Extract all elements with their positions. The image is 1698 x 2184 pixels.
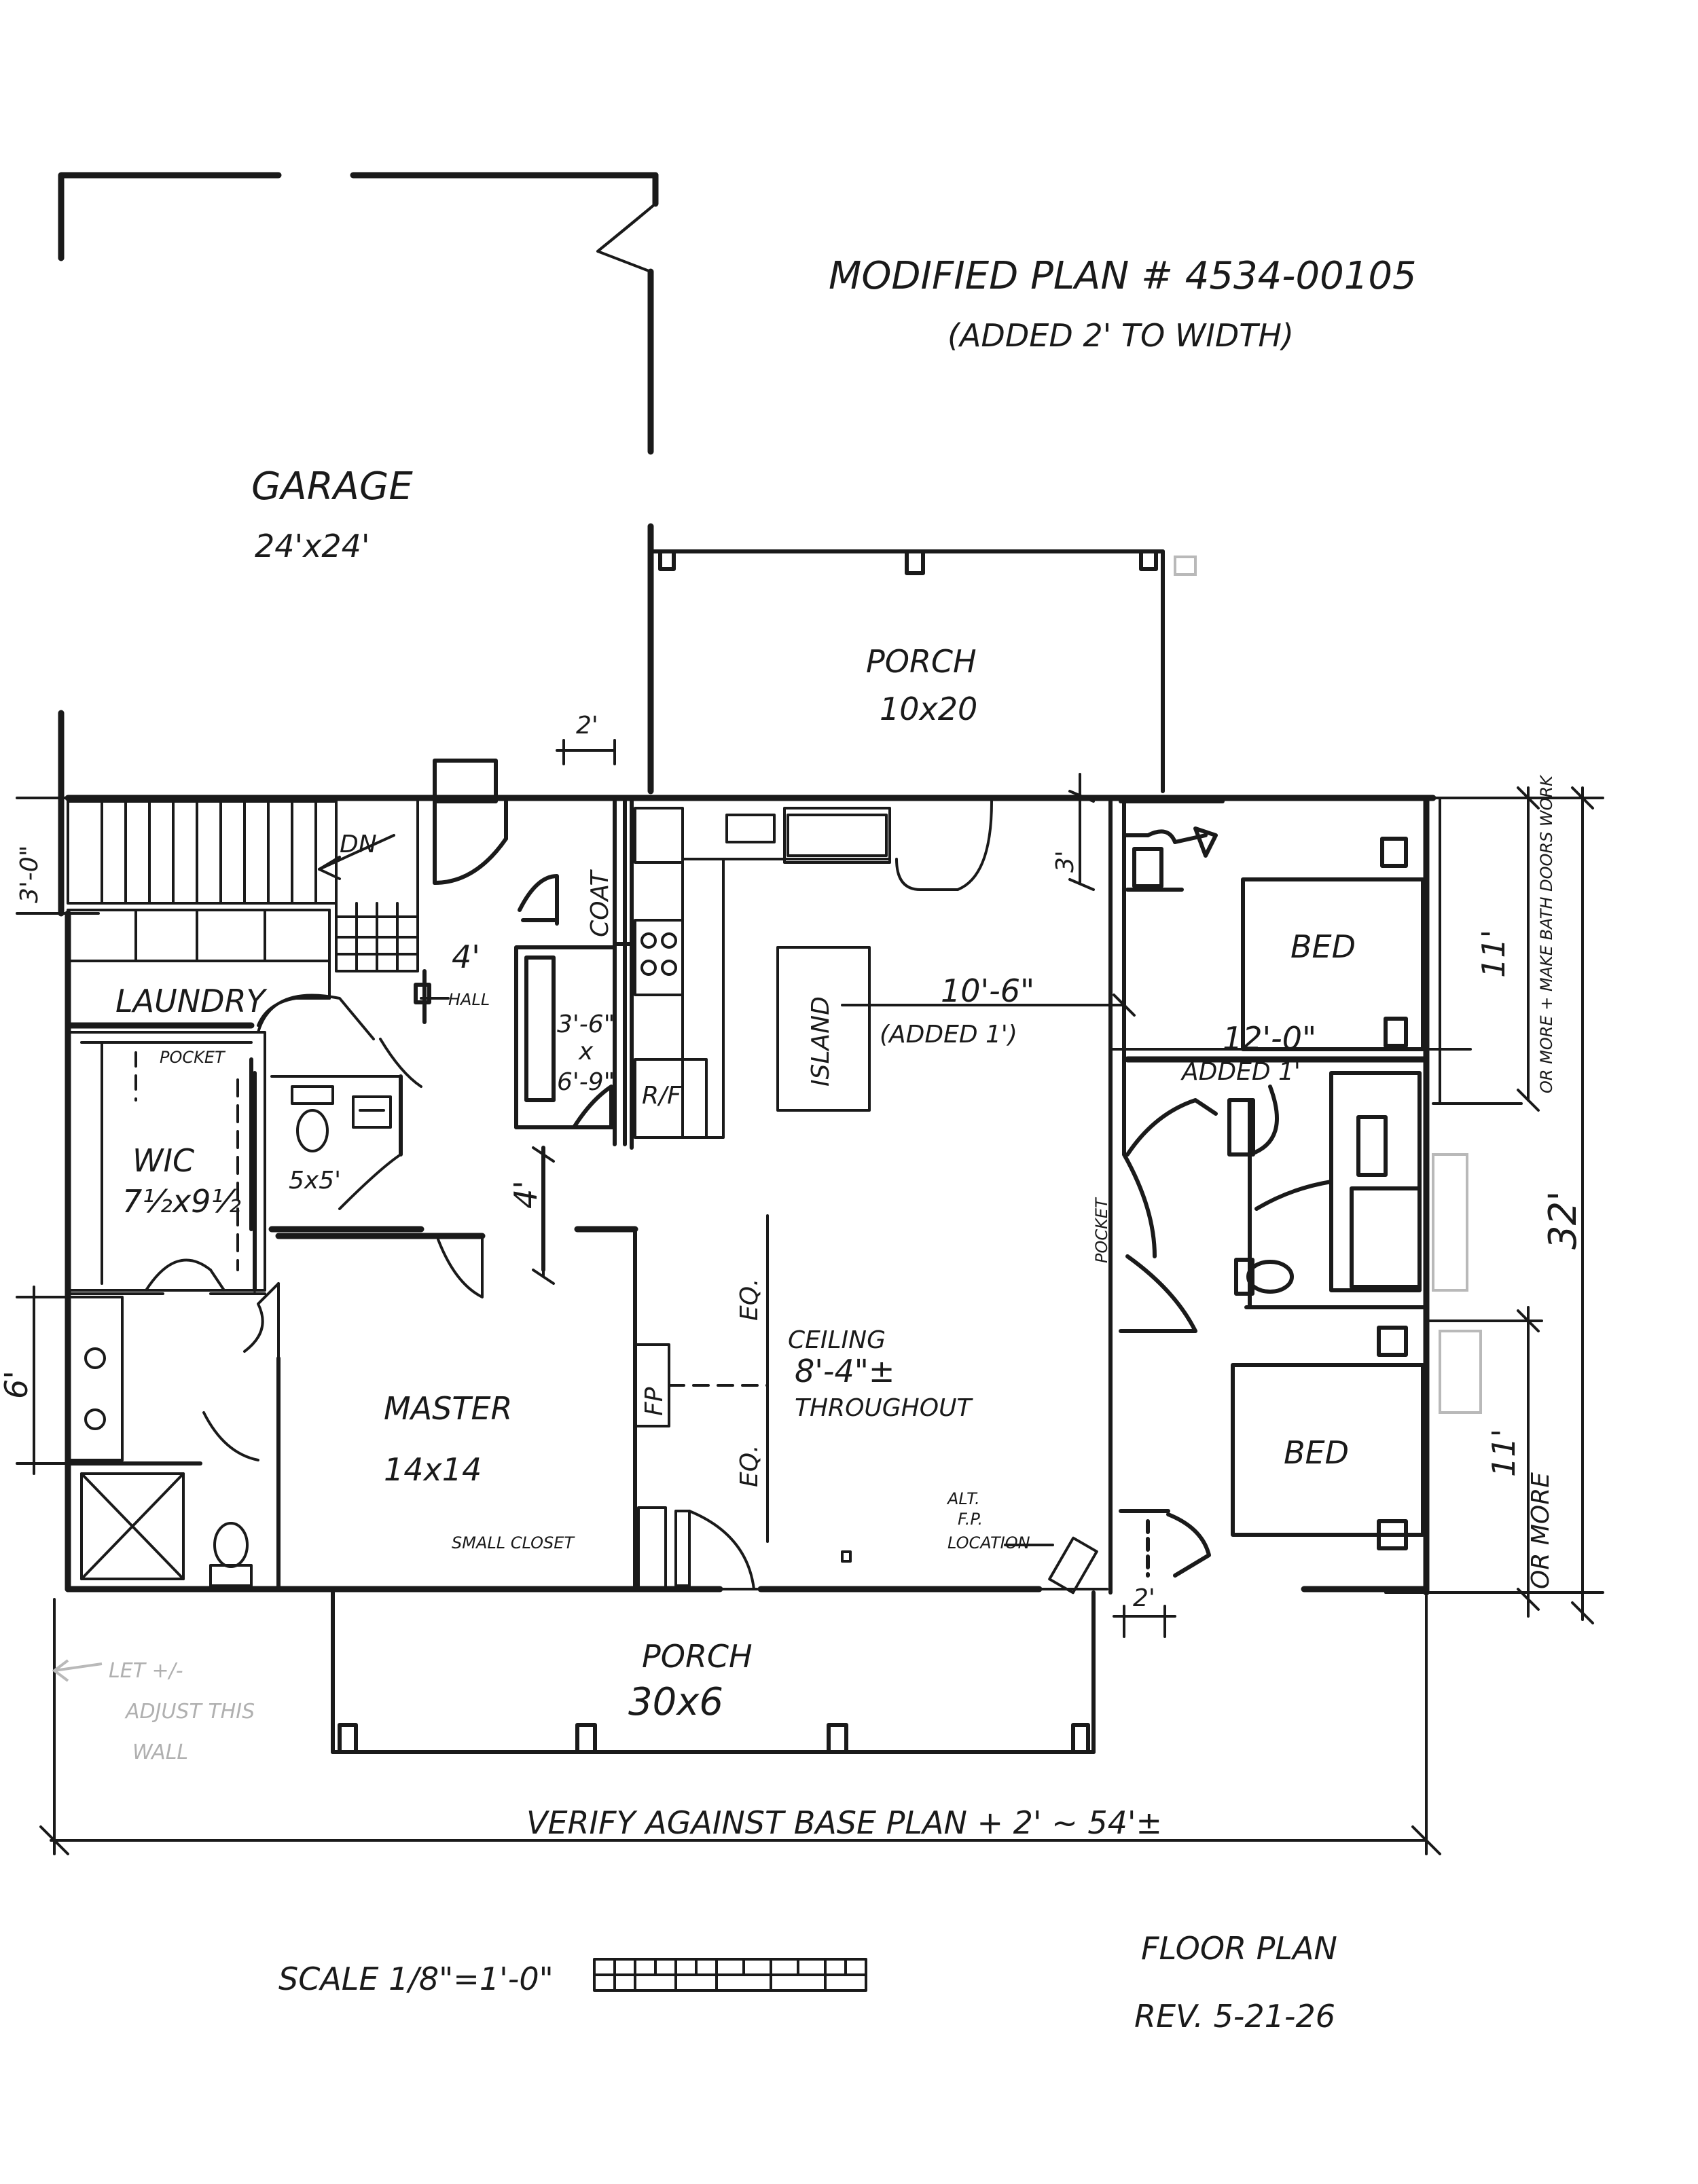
note-added-1-bed: ADDED 1' [1180,1058,1301,1086]
wic-size: 7½x9½ [122,1183,241,1220]
hall-core-walls [414,759,634,1146]
note-added-1-kitchen: (ADDED 1') [880,1021,1017,1049]
rear-porch-outline [649,549,1165,793]
refrigerator-label: R/F [642,1082,682,1110]
half-bath [249,994,424,1233]
kitchen [630,799,993,1150]
garage-outline [58,172,659,795]
garage-door-swing [596,202,657,273]
laundry-room [65,909,331,1029]
plan-title-line1: MODIFIED PLAN # 4534-00105 [829,254,1417,298]
front-porch-label: PORCH [642,1638,753,1675]
hall-label: HALL [448,990,490,1009]
dim-kitchen-width: 10'-6" [941,972,1034,1009]
bedroom-1-label: BED [1290,928,1356,965]
master-size: 14x14 [384,1451,482,1488]
master-label: MASTER [384,1390,512,1427]
plan-title-line2: (ADDED 2' TO WIDTH) [947,317,1294,354]
scale-bar [593,1958,867,1992]
pocket-door-label: POCKET [160,1048,226,1067]
overall-width-note: VERIFY AGAINST BASE PLAN + 2' ~ 54'± [526,1804,1162,1841]
alt-fp-line1: ALT. [946,1489,980,1508]
dim-stair-3ft: 3'-0" [16,845,43,903]
alt-fp-line2: F.P. [958,1510,983,1529]
fireplace-label: FP [640,1387,668,1416]
half-bath-size: 5x5' [289,1167,341,1195]
faint-note-line3: WALL [132,1741,188,1764]
wic-label: WIC [132,1142,194,1179]
faint-sketch-marks [52,556,1482,1682]
dim-6ft: 6' [0,1370,35,1399]
dim-2ft-bottom: 2' [1133,1584,1155,1612]
alt-fp-line3: LOCATION [947,1533,1030,1552]
revision-date: REV. 5-21-26 [1134,1998,1335,2035]
small-closet-label: SMALL CLOSET [452,1533,575,1552]
equal-label-upper: EQ. [736,1278,763,1321]
front-porch-size: 30x6 [628,1680,723,1724]
rear-porch-size: 10x20 [880,691,977,727]
note-or-more: OR MORE [1527,1472,1555,1589]
coat-closet-label: COAT [586,869,614,937]
faint-note-line1: LET +/- [109,1659,183,1683]
stair [67,800,419,972]
dim-11ft-top: 11' [1475,930,1512,978]
dim-4ft-hall: 4' [452,939,480,975]
garage-label: GARAGE [251,465,413,509]
ceiling-note-line3: THROUGHOUT [795,1394,973,1422]
island-label: ISLAND [807,996,835,1087]
floor-plan-title: FLOOR PLAN [1141,1930,1337,1967]
equal-label-lower: EQ. [736,1444,763,1487]
garage-size: 24'x24' [255,528,370,564]
dim-4ft-vertical: 4' [507,1180,544,1209]
dim-11ft-bottom: 11' [1485,1429,1522,1477]
dim-2ft-top: 2' [576,712,598,740]
pantry-times: x [578,1038,594,1066]
stair-down-label: DN [340,831,377,858]
note-bath-doors: OR MORE + MAKE BATH DOORS WORK [1537,774,1556,1093]
dim-32ft: 32' [1541,1190,1585,1250]
walk-in-closet [67,1031,266,1295]
laundry-label: LAUNDRY [115,983,268,1019]
scale-label: SCALE 1/8"=1'-0" [278,1961,554,1997]
plan-title: MODIFIED PLAN # 4534-00105 (ADDED 2' TO … [829,254,1417,354]
rear-porch-label: PORCH [866,643,977,680]
front-porch-outline [331,1590,1096,1754]
bedroom-2-label: BED [1284,1434,1349,1471]
faint-note-line2: ADJUST THIS [124,1700,255,1724]
ceiling-note-line1: CEILING [788,1326,886,1354]
pantry-width: 3'-6" [557,1011,615,1038]
pantry-height: 6'-9" [557,1068,615,1096]
pocket-door-side-label: POCKET [1092,1197,1111,1263]
dim-bed-wing-width: 12'-0" [1223,1020,1316,1057]
bedrooms-wing [1108,796,1430,1595]
dimension-lines [16,739,1604,1855]
dim-3ft-door: 3' [1051,850,1079,873]
master-bath [66,1282,281,1591]
ceiling-note-line2: 8'-4"± [795,1353,895,1389]
